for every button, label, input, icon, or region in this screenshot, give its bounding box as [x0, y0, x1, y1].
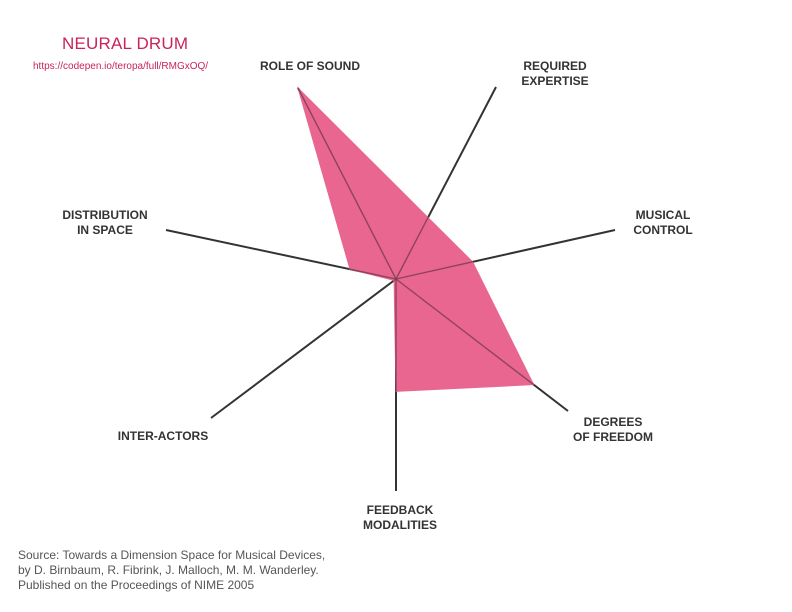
axis-label: INTER-ACTORS [118, 429, 208, 443]
radar-axes [165, 86, 616, 491]
codepen-link[interactable]: https://codepen.io/teropa/full/RMGxOQ/ [33, 61, 209, 72]
axis-label-line: FEEDBACK [367, 503, 434, 517]
axis-label-line: DISTRIBUTION [62, 208, 147, 222]
axis-label-line: EXPERTISE [521, 74, 588, 88]
axis-label-line: DEGREES [584, 415, 643, 429]
axis-label: ROLE OF SOUND [260, 59, 360, 73]
source-line: Source: Towards a Dimension Space for Mu… [18, 548, 326, 562]
axis-label-line: MODALITIES [363, 518, 437, 532]
value-spoke [395, 278, 535, 386]
value-spoke [395, 261, 473, 280]
value-spoke [349, 268, 397, 280]
axis-label-line: OF FREEDOM [573, 430, 653, 444]
axis-label-line: ROLE OF SOUND [260, 59, 360, 73]
axis-label-line: REQUIRED [523, 59, 587, 73]
radar-value-spokes [297, 87, 535, 392]
chart-title: NEURAL DRUM [62, 34, 189, 53]
axis-label-line: INTER-ACTORS [118, 429, 208, 443]
axis-label-line: IN SPACE [77, 223, 133, 237]
axis-line [210, 278, 397, 419]
source-line: by D. Birnbaum, R. Fibrink, J. Malloch, … [18, 563, 319, 577]
source-line: Published on the Proceedings of NIME 200… [18, 578, 255, 592]
source-citation: Source: Towards a Dimension Space for Mu… [18, 548, 325, 593]
axis-label-line: CONTROL [633, 223, 692, 237]
value-spoke [395, 217, 429, 280]
axis-label-line: MUSICAL [636, 208, 691, 222]
value-spoke [297, 87, 397, 280]
